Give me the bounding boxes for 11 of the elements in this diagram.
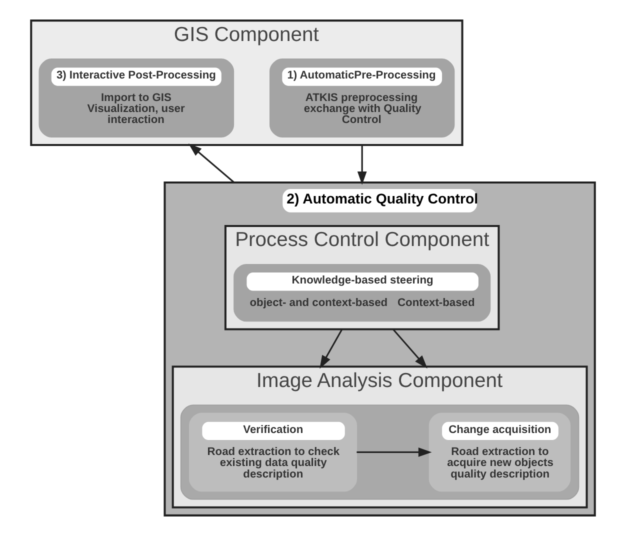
arrow	[320, 328, 343, 369]
cluster	[180, 404, 580, 500]
node-box: 1) AutomaticPre-Processing ATKIS preprocessing exchange with Quality Control	[269, 58, 455, 138]
node-box: 3) Interactive Post-Processing Import to GIS Visualization, user interaction	[38, 58, 234, 138]
node-box: Verification Road extraction to check existing data quality description	[189, 412, 358, 492]
arrow	[188, 143, 235, 184]
node-box: Knowledge-based steering object- and context-based Context-based	[234, 264, 491, 322]
arrow	[356, 448, 432, 457]
arrow	[392, 328, 428, 369]
node-box: Change acquisition Road extraction to acquire new objects quality description	[428, 412, 571, 492]
arrow	[357, 145, 367, 185]
